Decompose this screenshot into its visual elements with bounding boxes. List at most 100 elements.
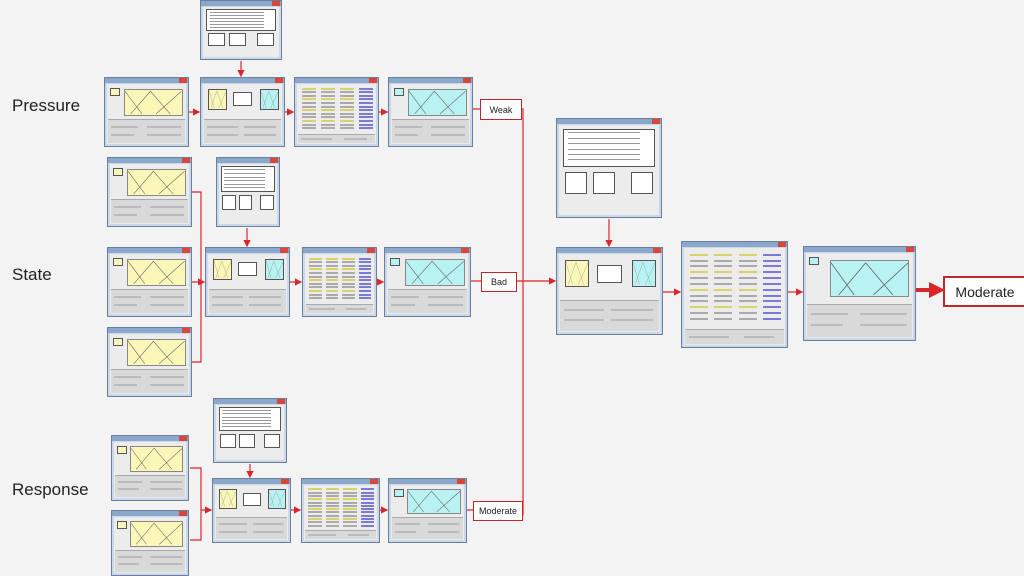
title-bar[interactable] bbox=[295, 78, 378, 83]
final-output-moderate: Moderate bbox=[943, 276, 1024, 307]
variable-icon[interactable] bbox=[809, 257, 819, 265]
output-block[interactable] bbox=[631, 260, 656, 288]
rule-editor-window-final[interactable] bbox=[556, 118, 662, 218]
condition-list[interactable] bbox=[565, 171, 587, 194]
condition-list[interactable] bbox=[593, 171, 615, 194]
input-block[interactable] bbox=[207, 88, 228, 110]
variable-icon[interactable] bbox=[117, 446, 127, 454]
mf-editor-window-response-1[interactable] bbox=[111, 435, 189, 501]
title-bar[interactable] bbox=[557, 248, 662, 253]
rule-editor-window-response[interactable] bbox=[213, 398, 287, 463]
title-bar[interactable] bbox=[557, 119, 661, 124]
rule-list[interactable] bbox=[221, 166, 275, 193]
output-block[interactable] bbox=[259, 88, 280, 110]
window-body bbox=[219, 164, 277, 224]
mf-editor-window-state-2[interactable] bbox=[107, 247, 192, 317]
variable-icon[interactable] bbox=[394, 88, 404, 96]
rule-viewer-window-final[interactable] bbox=[681, 241, 788, 348]
window-body bbox=[216, 405, 284, 460]
fis-editor-window-state[interactable] bbox=[205, 247, 290, 317]
rule-viewer-window-pressure[interactable] bbox=[294, 77, 379, 147]
window-body bbox=[806, 253, 913, 338]
title-bar[interactable] bbox=[112, 511, 188, 516]
variable-icon[interactable] bbox=[110, 88, 120, 96]
title-bar[interactable] bbox=[804, 247, 915, 252]
fis-editor-window-pressure[interactable] bbox=[200, 77, 285, 147]
mf-editor-window-state-3[interactable] bbox=[107, 327, 192, 397]
membership-plot bbox=[129, 446, 184, 472]
rule-editor-window-pressure[interactable] bbox=[200, 0, 282, 60]
variable-icon[interactable] bbox=[113, 168, 123, 176]
consequent-list[interactable] bbox=[631, 171, 653, 194]
variable-icon[interactable] bbox=[113, 338, 123, 346]
title-bar[interactable] bbox=[201, 78, 284, 83]
title-bar[interactable] bbox=[108, 328, 191, 333]
title-bar[interactable] bbox=[201, 1, 281, 6]
title-bar[interactable] bbox=[108, 248, 191, 253]
title-bar[interactable] bbox=[214, 399, 286, 404]
consequent-list[interactable] bbox=[264, 433, 280, 448]
mf-editor-window-state-1[interactable] bbox=[107, 157, 192, 227]
window-body bbox=[559, 125, 659, 215]
output-mf-window-final[interactable] bbox=[803, 246, 916, 341]
fis-editor-window-response[interactable] bbox=[212, 478, 291, 543]
window-body bbox=[684, 248, 785, 345]
window-body bbox=[110, 254, 189, 314]
rule-list[interactable] bbox=[206, 9, 276, 31]
title-bar[interactable] bbox=[108, 158, 191, 163]
consequent-list[interactable] bbox=[259, 195, 274, 211]
condition-list[interactable] bbox=[222, 195, 237, 211]
window-body bbox=[387, 254, 468, 314]
title-bar[interactable] bbox=[302, 479, 379, 484]
variable-icon[interactable] bbox=[113, 258, 123, 266]
properties-panel bbox=[388, 289, 467, 313]
rule-viewer-window-state[interactable] bbox=[302, 247, 377, 317]
properties-panel bbox=[111, 369, 188, 393]
rule-editor-window-state[interactable] bbox=[216, 157, 280, 227]
condition-list[interactable] bbox=[238, 195, 253, 211]
input-block[interactable] bbox=[212, 258, 233, 280]
title-bar[interactable] bbox=[112, 436, 188, 441]
condition-list[interactable] bbox=[239, 433, 255, 448]
title-bar[interactable] bbox=[389, 479, 466, 484]
fis-editor-window-final[interactable] bbox=[556, 247, 663, 335]
title-bar[interactable] bbox=[303, 248, 376, 253]
output-mf-window-response[interactable] bbox=[388, 478, 467, 543]
title-bar[interactable] bbox=[206, 248, 289, 253]
rule-list[interactable] bbox=[218, 407, 282, 432]
properties-panel bbox=[204, 119, 281, 143]
rule-block[interactable] bbox=[238, 262, 258, 277]
rule-viewer-window-response[interactable] bbox=[301, 478, 380, 543]
input-block[interactable] bbox=[219, 489, 238, 509]
title-bar[interactable] bbox=[385, 248, 470, 253]
title-bar[interactable] bbox=[217, 158, 279, 163]
properties-panel bbox=[392, 119, 469, 143]
properties-panel bbox=[115, 549, 185, 572]
variable-icon[interactable] bbox=[394, 489, 404, 497]
membership-plot bbox=[127, 168, 186, 196]
condition-list[interactable] bbox=[207, 33, 225, 46]
output-mf-window-state[interactable] bbox=[384, 247, 471, 317]
rule-block[interactable] bbox=[242, 492, 261, 506]
rule-list[interactable] bbox=[563, 128, 655, 167]
condition-list[interactable] bbox=[220, 433, 236, 448]
output-mf-window-pressure[interactable] bbox=[388, 77, 473, 147]
condition-list[interactable] bbox=[228, 33, 247, 46]
title-bar[interactable] bbox=[389, 78, 472, 83]
title-bar[interactable] bbox=[105, 78, 188, 83]
membership-plot bbox=[129, 521, 184, 547]
output-block[interactable] bbox=[267, 489, 286, 509]
input-block[interactable] bbox=[565, 260, 590, 288]
title-bar[interactable] bbox=[213, 479, 290, 484]
rule-block[interactable] bbox=[597, 264, 622, 283]
variable-icon[interactable] bbox=[390, 258, 400, 266]
properties-panel bbox=[216, 517, 287, 539]
window-body bbox=[297, 84, 376, 144]
mf-editor-window-response-2[interactable] bbox=[111, 510, 189, 576]
variable-icon[interactable] bbox=[117, 521, 127, 529]
consequent-list[interactable] bbox=[257, 33, 275, 46]
mf-editor-window-pressure[interactable] bbox=[104, 77, 189, 147]
title-bar[interactable] bbox=[682, 242, 787, 247]
rule-block[interactable] bbox=[233, 92, 253, 107]
output-block[interactable] bbox=[264, 258, 285, 280]
